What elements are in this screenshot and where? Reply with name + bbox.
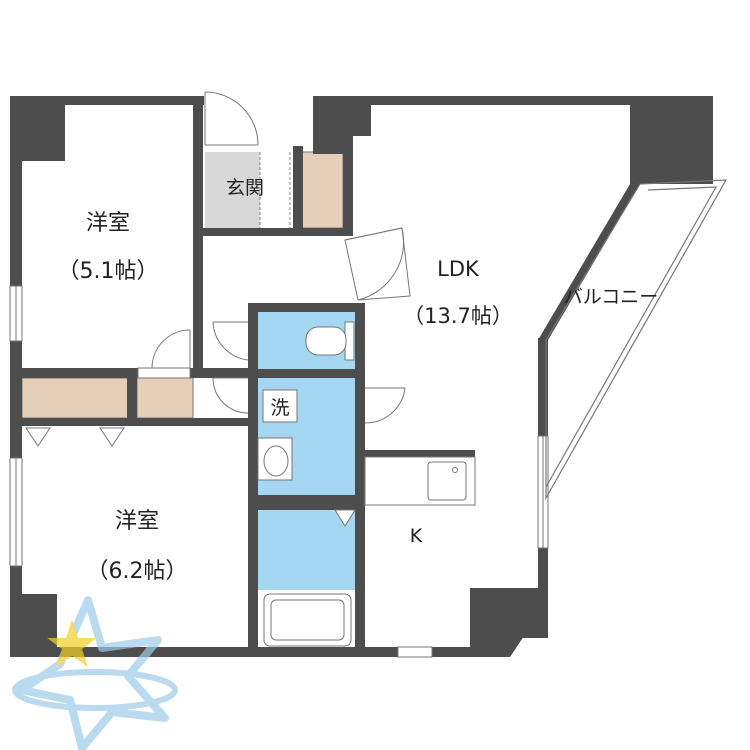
- window-entrance: [137, 367, 191, 379]
- closet-small: [136, 377, 194, 419]
- room-labels: 洋室 （5.1帖） 洋室 （6.2帖） LDK （13.7帖） 玄関 洗 K バ…: [58, 177, 659, 584]
- balcony: [545, 179, 728, 501]
- doors: [25, 91, 411, 527]
- room2-name: 洋室: [115, 509, 159, 534]
- watermark-logo: [12, 596, 178, 750]
- shoe-closet: [300, 151, 344, 229]
- washroom-label-box: [262, 389, 298, 423]
- entrance-floor: [205, 152, 260, 229]
- windows: [9, 285, 549, 658]
- toilet-bowl: [305, 326, 347, 356]
- ldk-size: （13.7帖）: [403, 304, 513, 328]
- entrance-step: [259, 152, 291, 228]
- room1-size: （5.1帖）: [58, 259, 159, 284]
- closet-room1: [21, 377, 129, 419]
- room1-name: 洋室: [86, 211, 130, 236]
- fixtures: [257, 321, 476, 647]
- room2-size: （6.2帖）: [87, 559, 188, 584]
- logo-star-icon: [47, 620, 97, 667]
- window-bottom: [397, 646, 433, 658]
- balcony-label: バルコニー: [564, 286, 659, 308]
- washroom-label: 洗: [270, 397, 289, 419]
- ldk-name: LDK: [437, 257, 480, 281]
- kitchen-sink: [427, 461, 467, 501]
- entrance-label: 玄関: [226, 177, 264, 199]
- bathroom-floor: [258, 510, 355, 590]
- logo-star-outline: [18, 596, 169, 750]
- logo-swoosh: [12, 669, 178, 711]
- kitchen-label: K: [410, 525, 423, 547]
